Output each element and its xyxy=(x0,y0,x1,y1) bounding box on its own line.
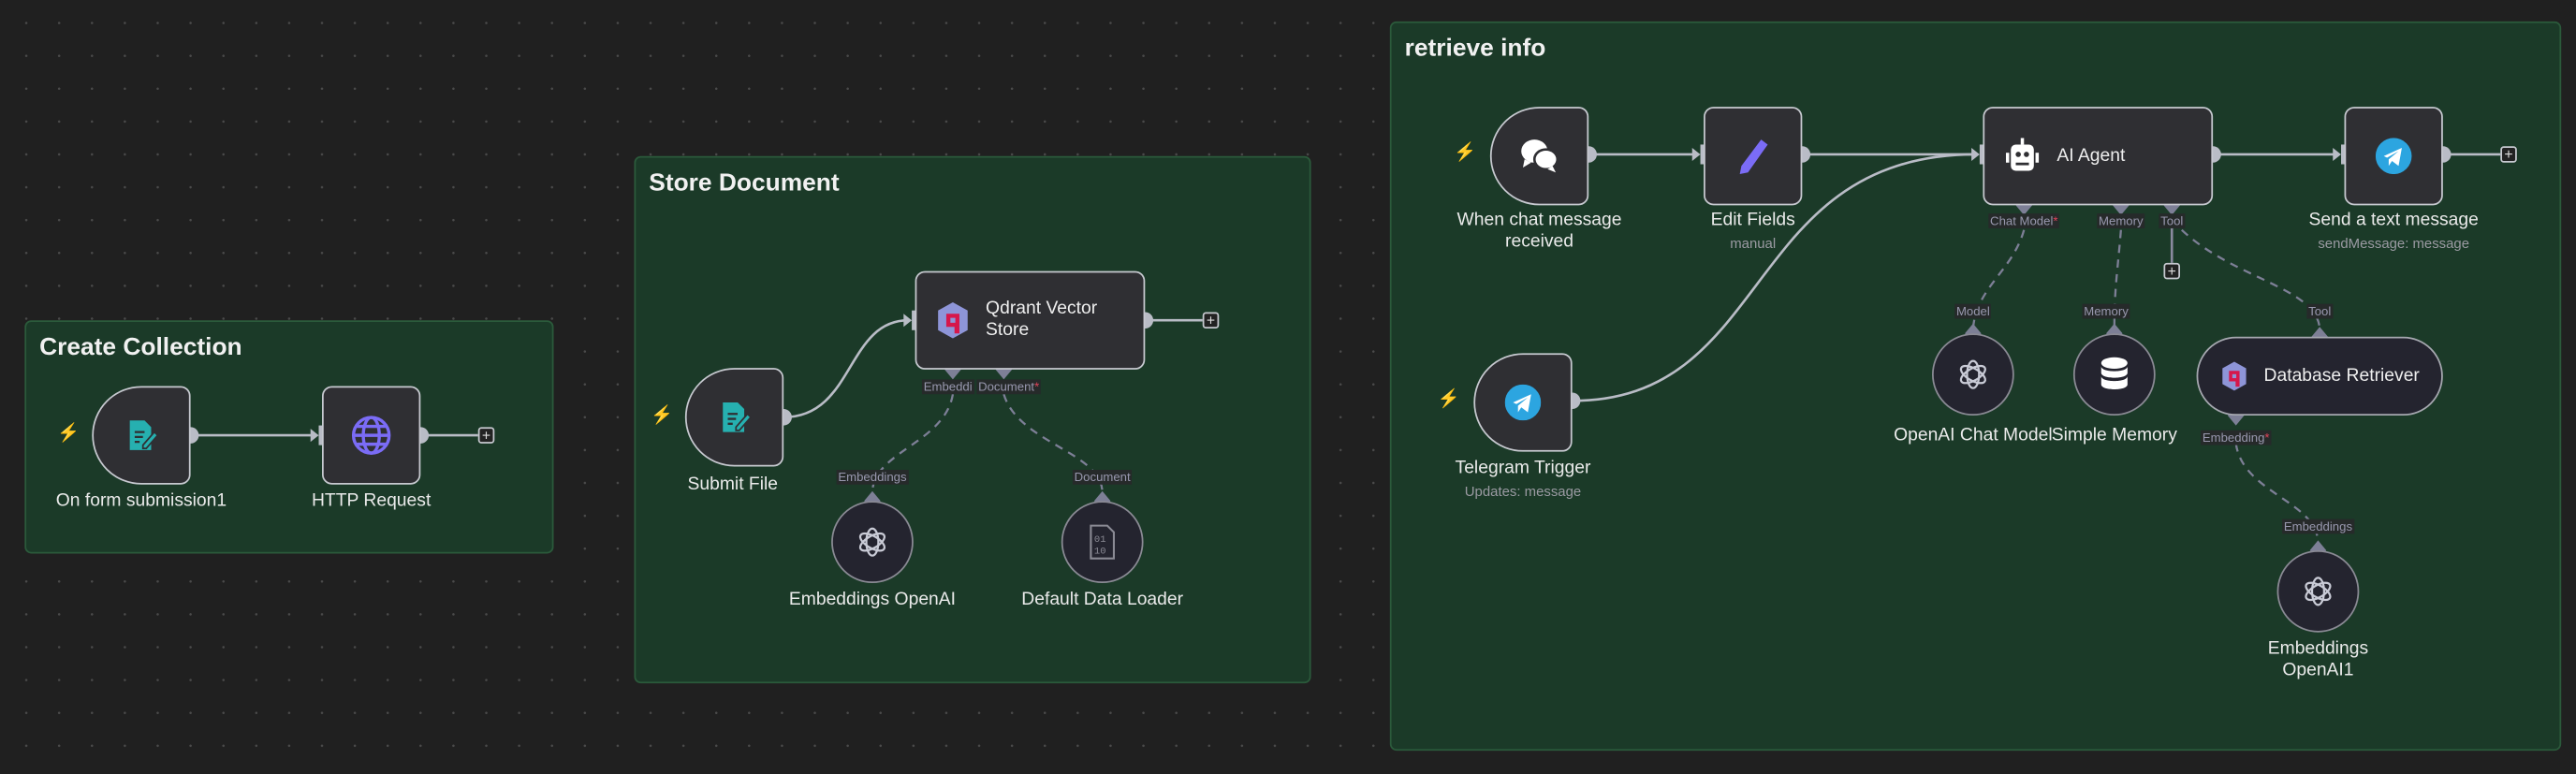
node-label: Edit Fields xyxy=(1710,210,1795,230)
qdrant-icon xyxy=(2222,361,2247,391)
trigger-bolt-icon: ⚡ xyxy=(57,423,80,444)
trigger-bolt-icon: ⚡ xyxy=(1437,388,1460,410)
node-label: OpenAI Chat Model xyxy=(1894,425,2053,445)
node-send-a-text-message[interactable] xyxy=(2344,107,2443,206)
node-label: Send a text message xyxy=(2308,210,2479,230)
required-mark: * xyxy=(2264,430,2270,445)
svg-text:01: 01 xyxy=(1094,534,1106,546)
trigger-bolt-icon: ⚡ xyxy=(1454,142,1477,163)
node-openai-chat-model[interactable] xyxy=(1931,333,2014,416)
node-label: HTTP Request xyxy=(311,490,432,511)
edge-memory-agent xyxy=(2113,229,2122,329)
node-ai-agent[interactable]: AI Agent xyxy=(1983,107,2214,206)
node-label: Simple Memory xyxy=(2051,425,2177,445)
group-title: retrieve info xyxy=(1404,34,1546,63)
handle-label-embedding: Embedding* xyxy=(2201,430,2272,445)
handle-label: Memory xyxy=(2082,303,2130,319)
openai-icon xyxy=(2305,577,2332,606)
handle-label: Embeddings xyxy=(2282,518,2354,534)
node-embeddings-openai1[interactable] xyxy=(2276,549,2360,633)
node-label: Default Data Loader xyxy=(1021,590,1184,610)
node-subtitle: manual xyxy=(1730,234,1777,252)
openai-icon xyxy=(858,527,886,557)
add-node-button[interactable]: + xyxy=(2500,146,2517,163)
node-subtitle: sendMessage: message xyxy=(2318,234,2470,252)
handle-label: Document xyxy=(1072,469,1133,485)
handle-label: Tool xyxy=(2306,303,2334,319)
handle-label-tool: Tool xyxy=(2159,213,2186,228)
node-subtitle: Updates: message xyxy=(1464,482,1582,500)
node-qdrant-vector-store[interactable]: Qdrant Vector Store xyxy=(915,270,1146,370)
handle-label-text: Embedding xyxy=(2202,430,2265,445)
handle-label-chat-model: Chat Model* xyxy=(1988,213,2060,228)
edge-loader-qdrant xyxy=(1003,393,1104,493)
group-title: Create Collection xyxy=(39,333,242,362)
form-icon xyxy=(723,402,753,432)
required-mark: * xyxy=(2053,213,2058,228)
node-on-form-submission1[interactable] xyxy=(92,386,191,485)
handle-label-embedding: Embeddi xyxy=(921,379,974,395)
node-embeddings-openai[interactable] xyxy=(831,501,914,584)
telegram-icon xyxy=(2375,138,2412,175)
node-label: On form submission1 xyxy=(55,490,227,511)
handle-label: Embeddings xyxy=(836,469,909,485)
label-line: When chat message xyxy=(1456,210,1622,230)
node-submit-file[interactable] xyxy=(684,368,784,467)
node-when-chat-message-received[interactable] xyxy=(1489,107,1589,206)
handle-label-document: Document* xyxy=(976,379,1041,395)
node-label: Embeddings OpenAI xyxy=(788,590,957,610)
label-line: Embeddings xyxy=(2267,638,2369,659)
handle-label-text: Chat Model xyxy=(1990,213,2054,228)
edge-submit-qdrant xyxy=(783,318,909,419)
group-title: Store Document xyxy=(649,168,840,197)
qdrant-icon xyxy=(938,301,968,339)
trigger-bolt-icon: ⚡ xyxy=(651,405,674,426)
node-title: Qdrant Vector Store xyxy=(986,299,1098,341)
node-title: Database Retriever xyxy=(2263,365,2420,386)
database-icon xyxy=(2100,357,2128,389)
label-line: received xyxy=(1505,231,1574,252)
add-node-button[interactable]: + xyxy=(477,427,495,444)
node-label: Submit File xyxy=(687,475,779,495)
edge-embeddings-qdrant xyxy=(871,394,955,493)
add-node-button[interactable]: + xyxy=(1202,312,1220,329)
label-line: OpenAI1 xyxy=(2282,660,2354,680)
add-tool-button[interactable]: + xyxy=(2163,262,2181,280)
openai-icon xyxy=(1959,359,1986,389)
node-telegram-trigger[interactable] xyxy=(1473,353,1573,452)
handle-label-text: Document xyxy=(978,379,1035,395)
node-label: Telegram Trigger xyxy=(1455,458,1591,478)
required-mark: * xyxy=(1034,379,1040,395)
form-icon xyxy=(129,420,159,450)
node-simple-memory[interactable] xyxy=(2072,333,2156,416)
handle-label: Model xyxy=(1954,303,1992,319)
node-database-retriever[interactable]: Database Retriever xyxy=(2196,336,2443,416)
pencil-icon xyxy=(1739,139,1768,175)
chat-icon xyxy=(1521,139,1559,173)
edge-retriever-agent xyxy=(2180,228,2321,329)
telegram-icon xyxy=(1504,384,1542,421)
globe-icon xyxy=(351,416,391,455)
node-edit-fields[interactable] xyxy=(1704,107,1803,206)
node-http-request[interactable] xyxy=(321,386,421,485)
handle-label-memory: Memory xyxy=(2097,213,2145,228)
edge-telegram-agent xyxy=(1572,153,1977,402)
svg-text:10: 10 xyxy=(1094,546,1106,557)
robot-icon xyxy=(2005,138,2040,171)
node-title: AI Agent xyxy=(2056,145,2126,166)
